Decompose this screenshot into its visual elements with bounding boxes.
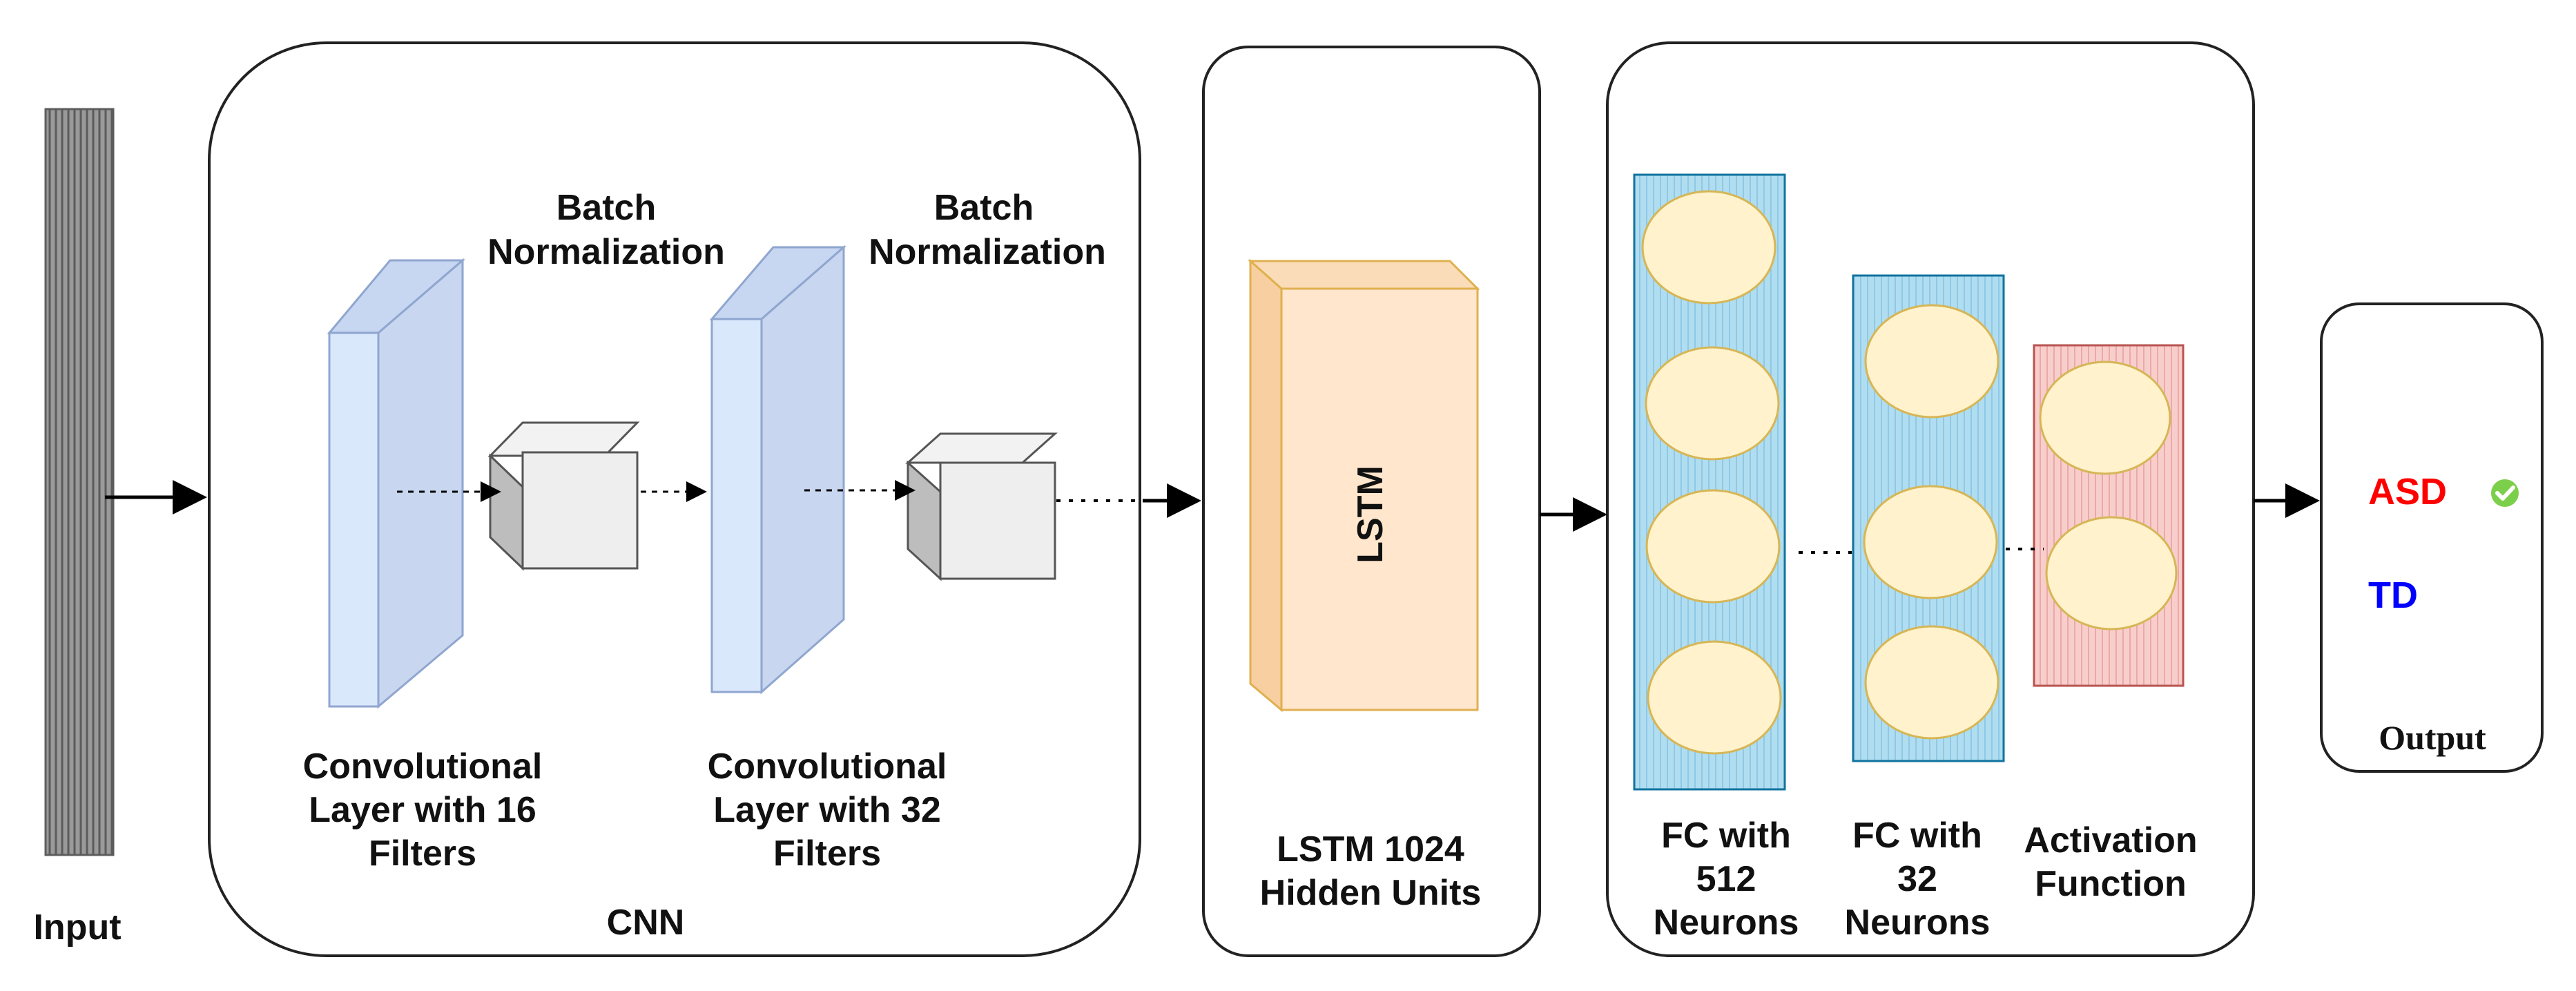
conv2-line-1: Convolutional: [708, 747, 947, 787]
output-label: Output: [2379, 718, 2486, 757]
fc512-line-3: Neurons: [1654, 903, 1799, 943]
neuron: [1864, 625, 1999, 740]
batch-norm-cube-1: [487, 421, 640, 571]
lstm-block-label: LSTM: [1350, 465, 1391, 564]
lstm-block: [1248, 258, 1480, 713]
output-container: [2320, 302, 2544, 773]
conv1-line-3: Filters: [369, 834, 476, 874]
neuron: [1863, 485, 1998, 599]
input-label: Input: [33, 907, 121, 947]
fc32-line-3: Neurons: [1845, 903, 1991, 943]
neuron: [1864, 304, 1999, 418]
bn2-line-2: Normalization: [869, 232, 1106, 272]
bn2-line-1: Batch: [934, 188, 1034, 228]
fc32-line-1: FC with: [1852, 816, 1982, 856]
conv2-line-2: Layer with 32: [713, 790, 940, 830]
check-icon: [2491, 479, 2519, 507]
bn1-line-2: Normalization: [487, 232, 725, 272]
lstm-container: [1202, 46, 1541, 957]
neuron: [1647, 640, 1782, 755]
conv2-line-3: Filters: [773, 834, 881, 874]
neuron: [2045, 516, 2178, 631]
lstm-line-2: Hidden Units: [1260, 873, 1482, 913]
neuron: [2039, 360, 2171, 475]
output-class-td: TD: [2368, 575, 2418, 616]
neuron: [1645, 489, 1781, 604]
fc512-line-2: 512: [1696, 859, 1756, 899]
conv1-line-1: Convolutional: [303, 747, 543, 787]
input-bar: [44, 108, 115, 856]
conv-layer-16: [327, 258, 466, 709]
fc32-line-2: 32: [1897, 859, 1937, 899]
neuron: [1641, 190, 1776, 305]
output-class-asd: ASD: [2368, 471, 2447, 512]
cnn-label: CNN: [607, 903, 685, 943]
neuron: [1645, 346, 1780, 461]
activation-line-1: Activation: [2024, 820, 2197, 860]
activation-line-2: Function: [2035, 864, 2187, 904]
conv1-line-2: Layer with 16: [309, 790, 536, 830]
fc512-line-1: FC with: [1661, 816, 1791, 856]
cnn-container: [208, 41, 1141, 957]
conv-layer-32: [709, 244, 846, 695]
batch-norm-cube-2: [905, 432, 1058, 581]
lstm-line-1: LSTM 1024: [1277, 829, 1464, 869]
bn1-line-1: Batch: [556, 188, 656, 228]
